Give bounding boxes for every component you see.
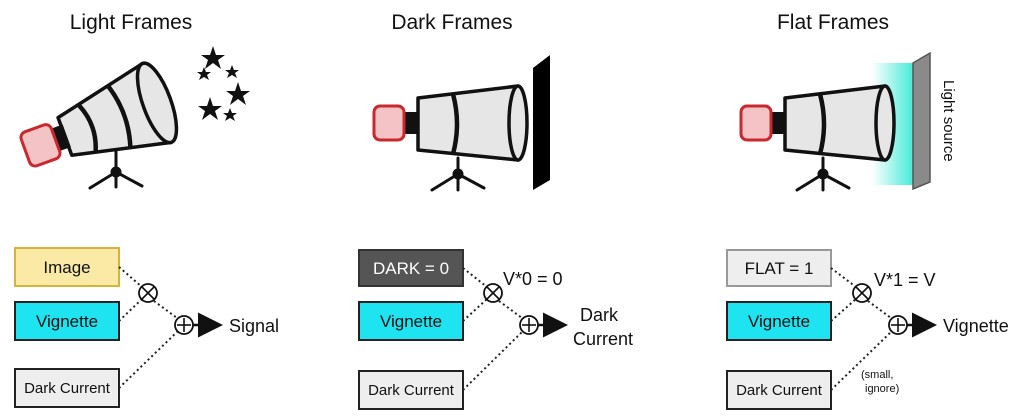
image-box: [14, 247, 120, 287]
small-ignore-note-line1: (small,: [861, 369, 893, 381]
dark-current-box: [726, 370, 832, 410]
vignette-box: [358, 301, 464, 341]
dark-telescope-illustration: [372, 55, 550, 192]
vignette-box-label: Vignette: [36, 312, 98, 331]
small-ignore-note-line2: ignore): [865, 383, 899, 395]
multiply-operator-icon: [138, 283, 158, 303]
dark-current-box: [14, 368, 120, 408]
dark-product-label: V*0 = 0: [503, 269, 563, 289]
flat-one-box-label: FLAT = 1: [745, 259, 814, 278]
stars-icon: [197, 46, 250, 121]
dark-current-box-label: Dark Current: [736, 382, 823, 399]
dark-current-output-line1: Dark: [580, 305, 619, 325]
image-box-label: Image: [43, 258, 90, 277]
vignette-box-label: Vignette: [380, 312, 442, 331]
flat-one-box: [726, 249, 832, 287]
light-panel-icon: [912, 51, 931, 191]
vignette-box-label: Vignette: [748, 312, 810, 331]
flat-frames-title: Flat Frames: [777, 11, 889, 34]
vignette-box: [726, 301, 832, 341]
dark-frames-diagram: DARK = 0 Vignette Dark Current V*0 = 0 D…: [358, 249, 633, 410]
signal-output-label: Signal: [229, 316, 279, 336]
dark-current-box: [358, 370, 464, 410]
light-telescope-illustration: [19, 46, 250, 190]
dark-cap-icon: [533, 55, 550, 190]
multiply-operator-icon: [483, 283, 503, 303]
add-operator-icon: [519, 315, 539, 335]
flat-telescope-illustration: Light source: [739, 51, 957, 192]
flat-product-label: V*1 = V: [874, 270, 936, 290]
dark-current-box-label: Dark Current: [24, 380, 111, 397]
dark-zero-box-label: DARK = 0: [373, 259, 449, 278]
dark-current-output-line2: Current: [573, 329, 633, 349]
tripod-icon: [430, 156, 486, 192]
light-source-label: Light source: [940, 80, 957, 162]
light-frames-diagram: Image Vignette Dark Current Signal: [14, 247, 279, 408]
dark-frames-title: Dark Frames: [391, 11, 512, 34]
light-frames-title: Light Frames: [70, 11, 193, 34]
add-operator-icon: [888, 315, 908, 335]
vignette-output-label: Vignette: [943, 316, 1009, 336]
tripod-icon: [795, 156, 851, 192]
multiply-operator-icon: [852, 283, 872, 303]
dark-current-box-label: Dark Current: [368, 382, 455, 399]
tripod-icon: [88, 148, 144, 190]
flat-frames-diagram: FLAT = 1 Vignette Dark Current V*1 = V V…: [726, 249, 1009, 410]
add-operator-icon: [174, 315, 194, 335]
